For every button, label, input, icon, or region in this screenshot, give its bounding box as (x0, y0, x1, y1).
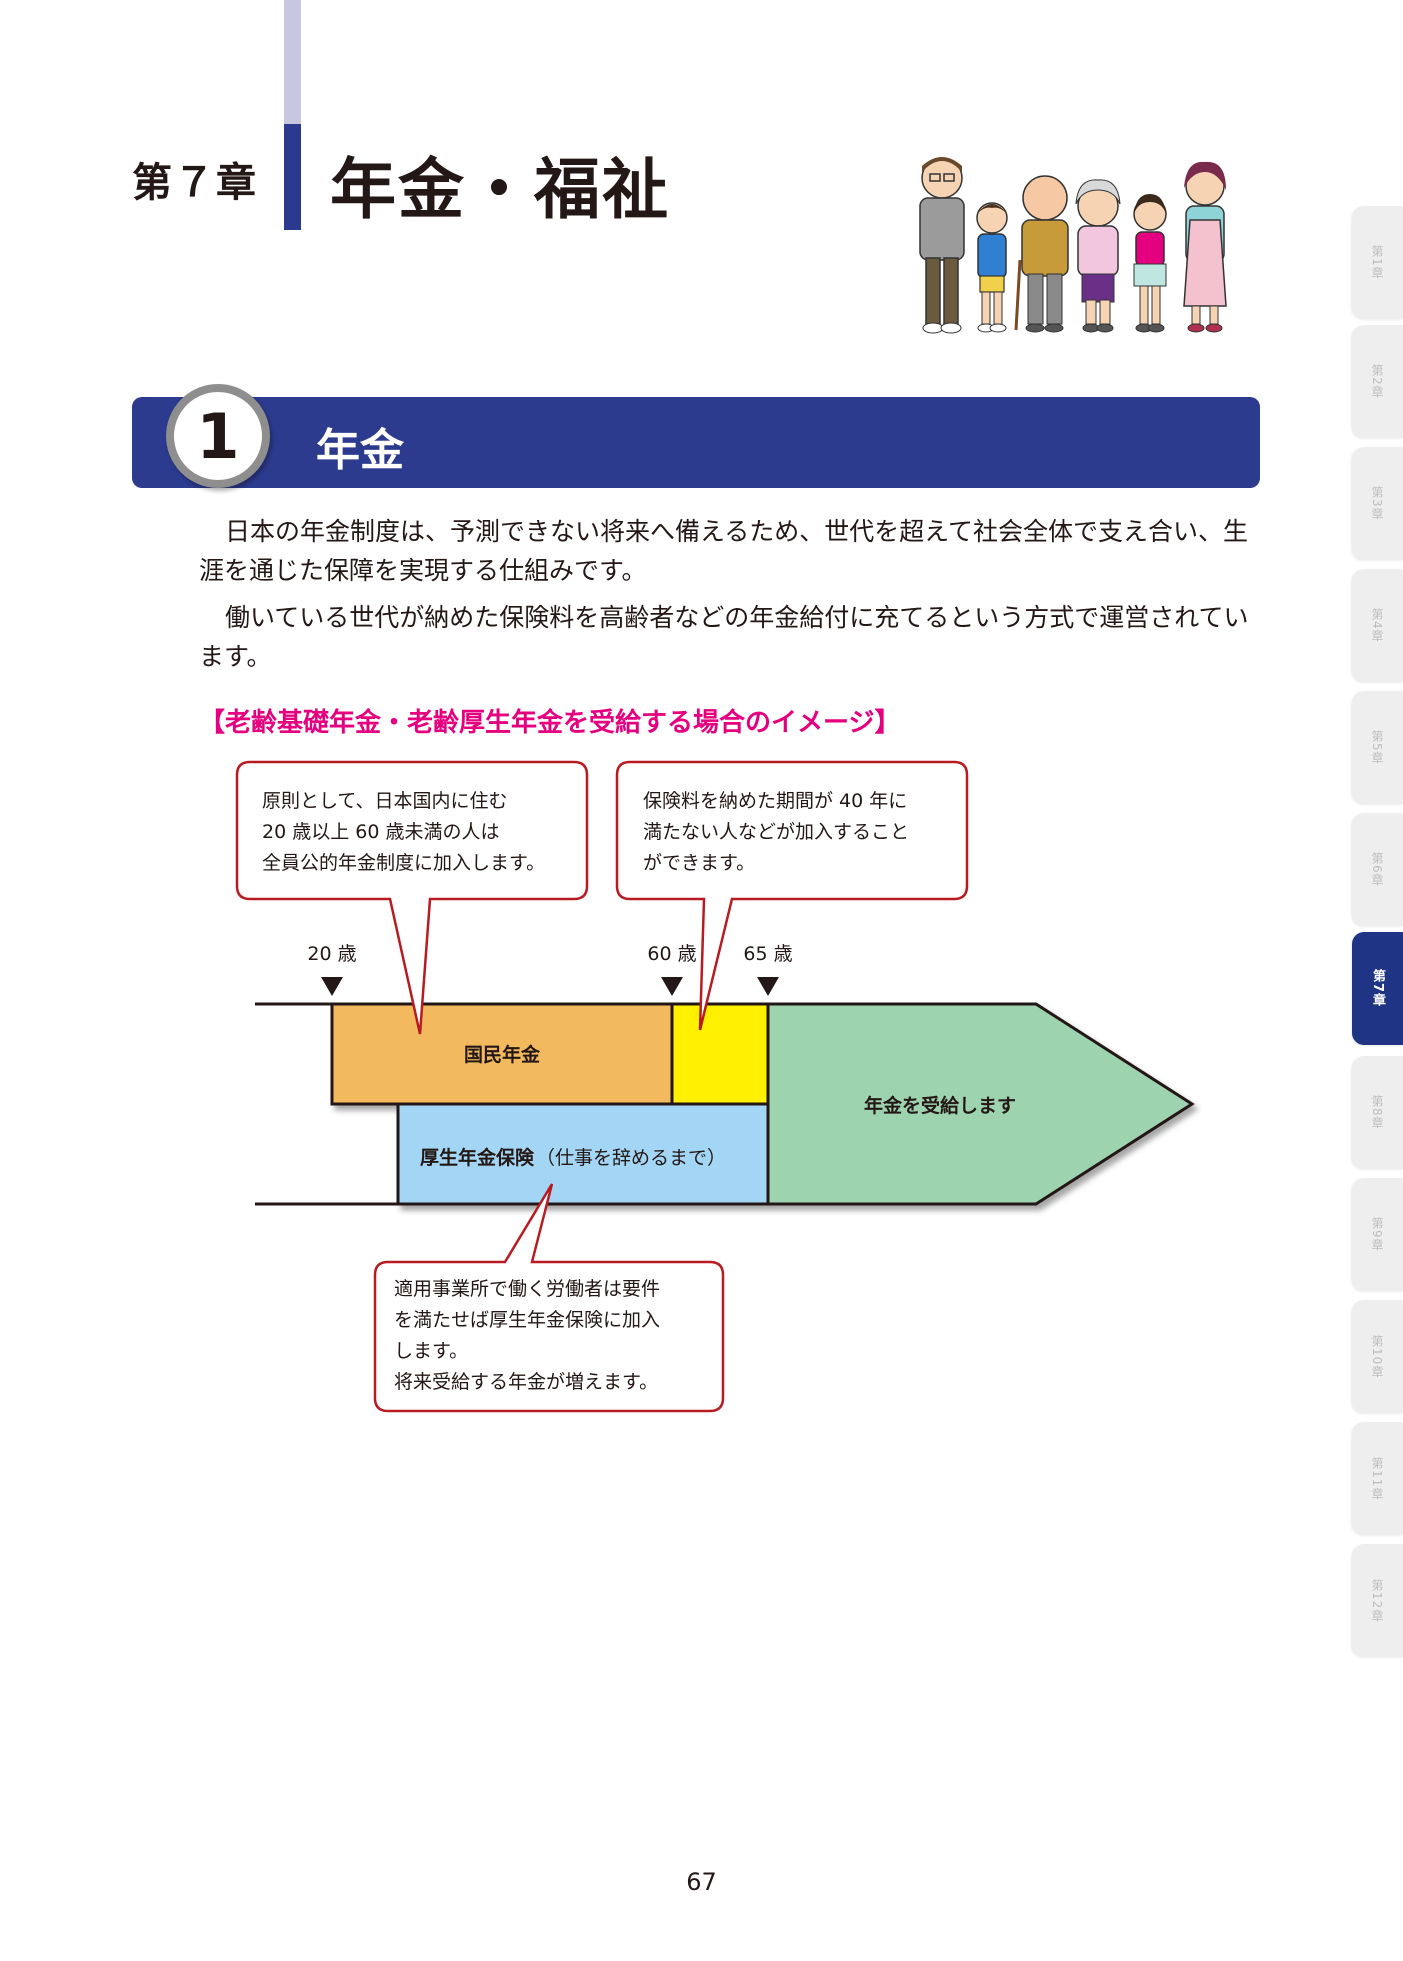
mother-figure (1183, 161, 1227, 333)
tab-chapter-9[interactable]: 第9章 (1352, 1178, 1403, 1291)
tab-chapter-8[interactable]: 第8章 (1352, 1056, 1403, 1169)
tab-chapter-6[interactable]: 第6章 (1352, 813, 1403, 926)
figure-heading: 【老齢基礎年金・老齢厚生年金を受給する場合のイメージ】 (199, 708, 901, 738)
tab-chapter-7[interactable]: 第7章 (1352, 932, 1403, 1045)
tab-chapter-5[interactable]: 第5章 (1352, 691, 1403, 804)
section-header-band (132, 397, 1260, 488)
age-20-marker-icon (321, 977, 343, 996)
chapter-title: 年金・福祉 (330, 151, 670, 228)
callout-top-right (615, 760, 969, 1031)
age-20-label: 20 歳 (307, 943, 356, 965)
age-65-marker-icon (757, 977, 779, 996)
tab-chapter-4[interactable]: 第4章 (1352, 569, 1403, 682)
tab-chapter-2[interactable]: 第2章 (1352, 325, 1403, 438)
body-paragraph-1: 日本の年金制度は、予測できない将来へ備えるため、世代を超えて社会全体で支え合い、… (199, 517, 1249, 585)
tab-chapter-12[interactable]: 第12章 (1352, 1544, 1403, 1657)
age-60-marker-icon (661, 977, 683, 996)
family-icon (919, 157, 1227, 334)
receive-label: 年金を受給します (864, 1094, 1016, 1117)
kokumin-nenkin-block (330, 1002, 674, 1106)
chapter-label: 第７章 (132, 160, 258, 206)
callout-bottom-text: 適用事業所で働く労働者は要件 を満たせば厚生年金保険に加入 します。 将来受給す… (394, 1278, 666, 1393)
kokumin-label: 国民年金 (464, 1043, 541, 1066)
pension-receipt-arrow (766, 1002, 1195, 1206)
kosei-nenkin-block (396, 1102, 770, 1206)
callout-top-left-text: 原則として、日本国内に住む 20 歳以上 60 歳未満の人は 全員公的年金制度に… (262, 790, 545, 874)
age-65-label: 65 歳 (743, 943, 792, 965)
section-number-badge: 1 (166, 384, 270, 488)
callout-top-right-text: 保険料を納めた期間が 40 年に 満たない人などが加入すること ができます。 (643, 790, 915, 874)
grandmother-figure (1075, 179, 1121, 333)
kosei-label: 厚生年金保険 (420, 1146, 535, 1169)
tab-chapter-11[interactable]: 第11章 (1352, 1422, 1403, 1535)
header-accent-bar-light (284, 0, 301, 124)
tab-chapter-1[interactable]: 第1章 (1352, 206, 1403, 319)
section-title: 年金 (316, 425, 404, 476)
page-number: 67 (686, 1868, 717, 1896)
body-paragraph-2: 働いている世代が納めた保険料を高齢者などの年金給付に充てるという方式で運営されて… (199, 603, 1249, 671)
tab-chapter-10[interactable]: 第10章 (1352, 1300, 1403, 1413)
boy-figure (976, 202, 1008, 333)
tab-chapter-3[interactable]: 第3章 (1352, 447, 1403, 560)
age-60-label: 60 歳 (647, 943, 696, 965)
header-accent-bar-dark (284, 124, 301, 230)
callout-bottom (373, 1183, 725, 1413)
girl-figure (1133, 194, 1167, 333)
kosei-label-line: 厚生年金保険（仕事を辞めるまで） (420, 1146, 726, 1169)
kosei-note: （仕事を辞めるまで） (536, 1147, 726, 1169)
grandfather-figure (1014, 175, 1069, 333)
pension-diagram: 20 歳 60 歳 65 歳 国民年金 年金を受給します 厚生年金保険（仕事を辞… (235, 760, 1195, 1413)
callout-top-left (235, 760, 589, 1035)
father-figure (919, 157, 965, 334)
voluntary-enrollment-block (670, 1002, 770, 1106)
